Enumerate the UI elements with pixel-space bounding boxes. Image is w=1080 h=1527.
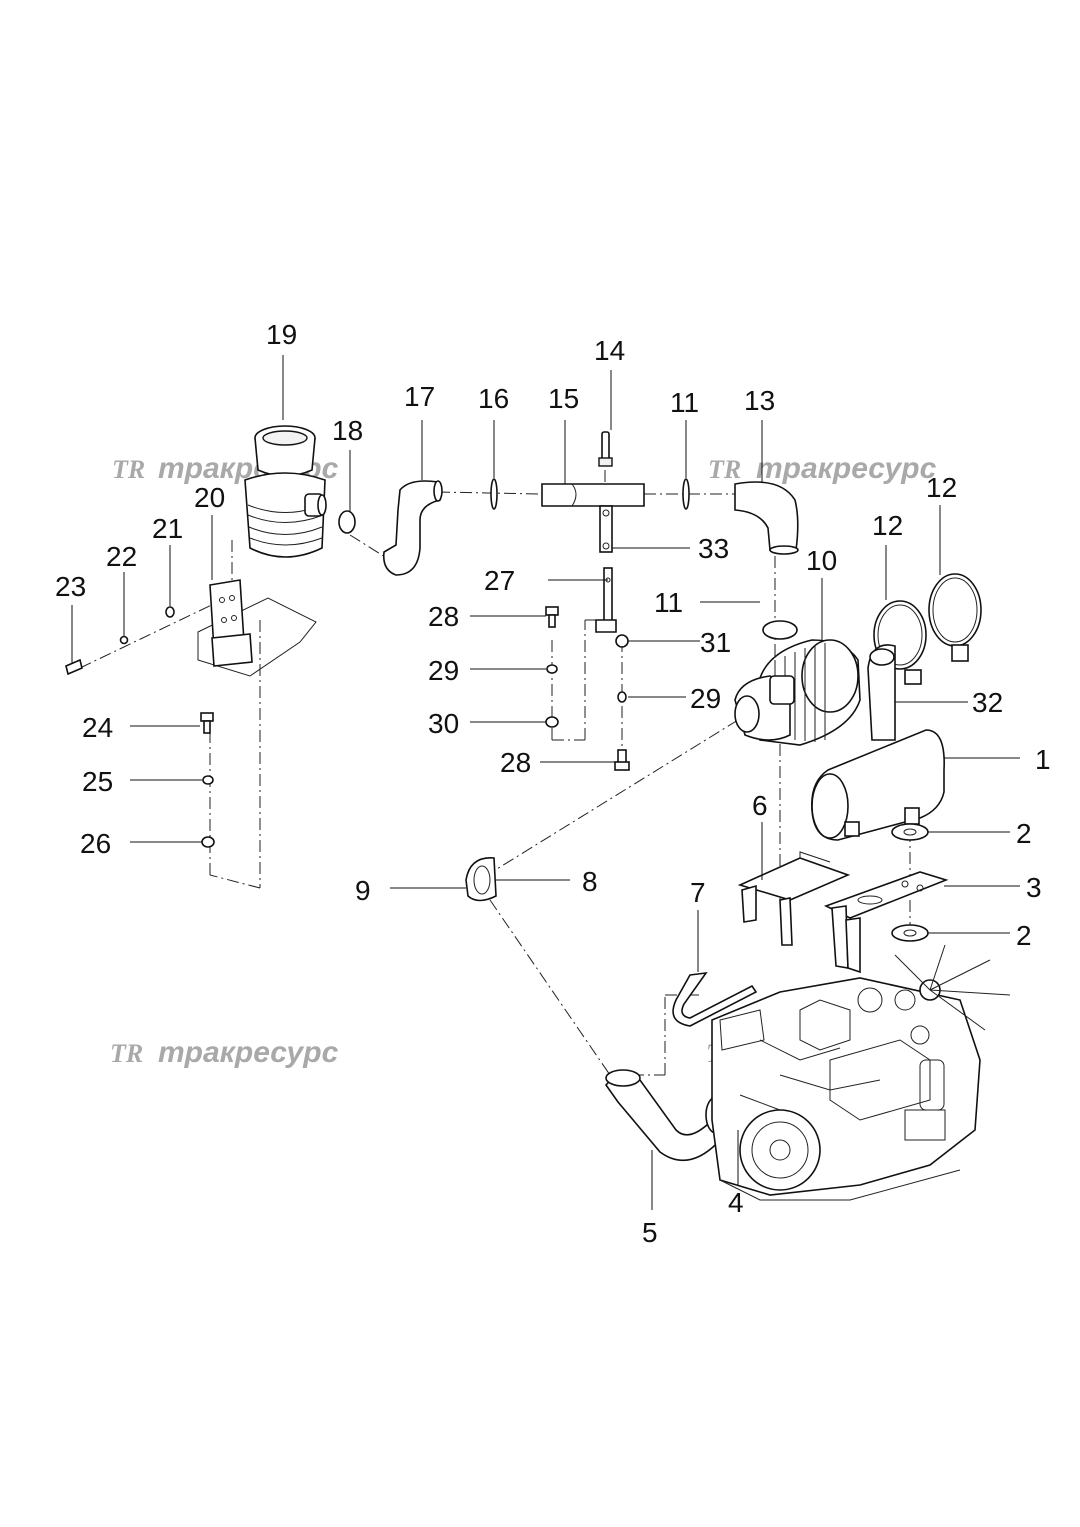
label-12-front: 12: [872, 510, 903, 541]
pre-cleaner-body: [244, 472, 327, 558]
label-17: 17: [404, 381, 435, 412]
bolt-28-top: [545, 606, 559, 628]
label-12-back: 12: [926, 472, 957, 503]
label-21: 21: [152, 513, 183, 544]
engine-assembly: [711, 944, 1011, 1201]
label-23: 23: [55, 571, 86, 602]
gasket-2-top: [891, 823, 929, 841]
ring-11-lower: [762, 620, 798, 640]
label-30: 30: [428, 708, 459, 739]
label-24: 24: [82, 712, 113, 743]
washer-25: [202, 775, 214, 785]
ring-11-top: [682, 478, 690, 510]
ring-16: [490, 478, 498, 510]
svg-text:TR: TR: [110, 1039, 143, 1068]
gasket-2-bottom: [891, 924, 929, 942]
elbow-hose-17: [382, 480, 443, 576]
svg-text:TR: TR: [708, 455, 741, 484]
washer-31: [615, 634, 629, 648]
bracket-3: [823, 871, 949, 974]
label-6: 6: [752, 790, 768, 821]
air-filter-10: [734, 639, 861, 746]
washer-30: [545, 716, 559, 728]
bolt-28-bottom: [614, 749, 630, 771]
label-28-top: 28: [428, 601, 459, 632]
watermark-bottom-left: TR тракресурс: [110, 1036, 339, 1069]
label-3: 3: [1026, 872, 1042, 903]
label-14: 14: [594, 335, 625, 366]
bracket-6: [737, 851, 851, 946]
label-7: 7: [690, 877, 706, 908]
label-9: 9: [355, 875, 371, 906]
label-2-top: 2: [1016, 818, 1032, 849]
label-1: 1: [1035, 744, 1051, 775]
svg-text:тракресурс: тракресурс: [756, 452, 937, 485]
label-16: 16: [478, 383, 509, 414]
svg-text:тракресурс: тракресурс: [158, 1036, 339, 1069]
clip-14: [598, 431, 613, 467]
label-33: 33: [698, 533, 729, 564]
washer-29-right: [617, 691, 627, 703]
elbow-9: [465, 857, 497, 902]
washer-22: [119, 635, 129, 645]
label-29-right: 29: [690, 683, 721, 714]
leader-lines: [71, 355, 1020, 1210]
label-4: 4: [728, 1187, 744, 1218]
intake-pipe-5: [604, 1069, 724, 1162]
watermark-top-right: TR тракресурс: [708, 452, 937, 485]
label-5: 5: [642, 1217, 658, 1248]
label-11-lower: 11: [654, 587, 683, 618]
hose-7: [672, 971, 758, 1027]
washer-26: [201, 836, 215, 848]
bracket-27: [595, 567, 617, 633]
bolt-23: [65, 658, 83, 676]
label-11-top: 11: [670, 387, 699, 418]
label-13: 13: [744, 385, 775, 416]
label-27: 27: [484, 565, 515, 596]
label-19: 19: [266, 319, 297, 350]
pre-cleaner-cap: [254, 425, 316, 477]
label-2-bottom: 2: [1016, 920, 1032, 951]
label-32: 32: [972, 687, 1003, 718]
exhaust-pipe-32: [867, 644, 896, 741]
svg-text:TR: TR: [112, 455, 145, 484]
label-22: 22: [106, 541, 137, 572]
label-18: 18: [332, 415, 363, 446]
muffler-1: [811, 729, 945, 841]
label-15: 15: [548, 383, 579, 414]
label-26: 26: [80, 828, 111, 859]
part-labels: 19 18 17 16 15 14 11 13 12 12 20 21 22 2…: [55, 319, 1051, 1248]
clamp-18: [338, 510, 356, 534]
label-31: 31: [700, 627, 731, 658]
label-8: 8: [582, 866, 598, 897]
elbow-13: [734, 481, 799, 555]
clamp-12-back: [928, 573, 982, 662]
washer-29-left: [546, 664, 558, 674]
mounting-bracket: [197, 579, 317, 677]
label-10: 10: [806, 545, 837, 576]
t-pipe-15: [541, 483, 645, 553]
assembly-lines: [79, 470, 911, 1076]
label-20: 20: [194, 482, 225, 513]
bolt-24: [200, 712, 214, 734]
washer-21: [165, 606, 175, 618]
label-25: 25: [82, 766, 113, 797]
label-28-bottom: 28: [500, 747, 531, 778]
label-29-left: 29: [428, 655, 459, 686]
